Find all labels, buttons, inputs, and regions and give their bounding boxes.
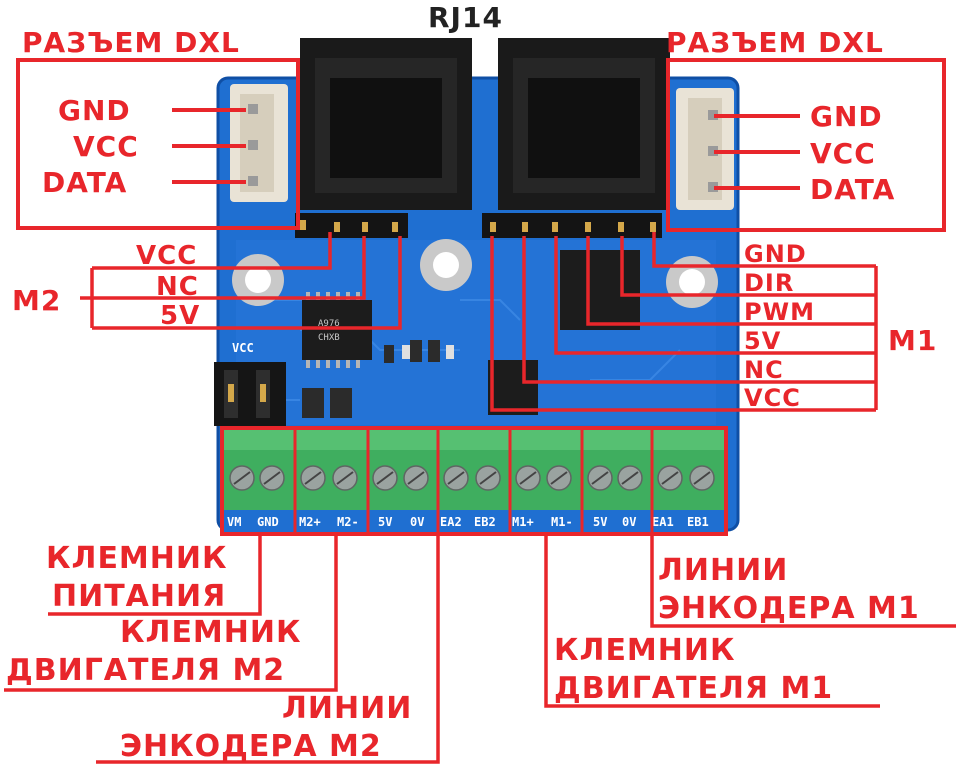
- power-terminal-annotation: КЛЕМНИК ПИТАНИЯ: [46, 534, 262, 616]
- m1-pin-header: [482, 213, 662, 238]
- m1-pin-pwm: PWM: [744, 298, 815, 326]
- m1-group-label: M1: [888, 324, 937, 357]
- silk-vcc: VCC: [232, 341, 254, 355]
- dxl-left-box: [16, 58, 300, 230]
- dxl-right-gnd: GND: [810, 100, 883, 133]
- dxl-left-annotation: РАЗЪЕМ DXL GND VCC DATA: [16, 26, 300, 230]
- silk-vm: VM: [227, 515, 241, 529]
- dxl-right-title: РАЗЪЕМ DXL: [666, 26, 884, 59]
- encoder-m2-line2: ЭНКОДЕРА M2: [120, 729, 382, 764]
- dxl-right-data: DATA: [810, 173, 895, 206]
- encoder-m1-annotation: ЛИНИИ ЭНКОДЕРА M1: [650, 534, 956, 628]
- m1-pin-dir: DIR: [744, 269, 794, 297]
- silk-m1-minus: M1-: [551, 515, 573, 529]
- silk-m2-minus: M2-: [337, 515, 359, 529]
- terminal-silk-labels: VM GND M2+ M2- 5V 0V EA2 EB2 M1+ M1- 5V …: [227, 515, 709, 529]
- chip-text-1: A976: [318, 319, 340, 329]
- dxl-left-title: РАЗЪЕМ DXL: [22, 26, 240, 59]
- m2-group-label: M2: [12, 284, 61, 317]
- vcc-jumper: [214, 362, 286, 426]
- rj14-label: RJ14: [428, 1, 503, 34]
- m1-annotation: GND DIR PWM 5V NC VCC M1: [490, 232, 937, 412]
- silk-eb2: EB2: [474, 515, 496, 529]
- motor-m2-line1: КЛЕМНИК: [120, 615, 302, 650]
- encoder-m1-line2: ЭНКОДЕРА M1: [658, 591, 920, 626]
- motor-m1-line1: КЛЕМНИК: [554, 633, 736, 668]
- encoder-m2-line1: ЛИНИИ: [282, 691, 412, 726]
- silk-gnd: GND: [257, 515, 279, 529]
- dxl-left-vcc: VCC: [73, 130, 139, 163]
- encoder-m1-line1: ЛИНИИ: [658, 553, 788, 588]
- terminal-outline: [220, 426, 728, 536]
- dxl-connector-right: [676, 88, 734, 210]
- dxl-right-box: [666, 58, 946, 232]
- power-terminal-line1: КЛЕМНИК: [46, 541, 228, 576]
- dxl-connector-left: [230, 84, 288, 202]
- rj14-connector-left: [300, 38, 472, 210]
- silk-m1-plus: M1+: [512, 515, 534, 529]
- motor-m1-line2: ДВИГАТЕЛЯ M1: [554, 671, 833, 706]
- m2-annotation: M2 VCC NC 5V: [12, 232, 402, 331]
- silk-0v-1: 0V: [622, 515, 636, 529]
- mcu-chip: [488, 360, 538, 415]
- driver-chip-m1: [560, 250, 640, 330]
- silk-5v-2: 5V: [378, 515, 392, 529]
- dxl-right-vcc: VCC: [810, 137, 876, 170]
- silk-ea1: EA1: [652, 515, 674, 529]
- motor-m2-line2: ДВИГАТЕЛЯ M2: [6, 653, 285, 688]
- chip-text-2: CHXB: [318, 333, 340, 343]
- pcb-board: A976 CHXB VCC: [214, 38, 740, 532]
- dxl-left-gnd: GND: [58, 94, 131, 127]
- rj14-connector-right: [498, 38, 670, 210]
- encoder-m2-annotation: ЛИНИИ ЭНКОДЕРА M2: [96, 534, 440, 764]
- m1-pin-gnd: GND: [744, 240, 807, 268]
- m2-pin-5v: 5V: [160, 301, 200, 331]
- m1-pin-5v: 5V: [744, 327, 781, 355]
- silk-m2-plus: M2+: [299, 515, 321, 529]
- m1-pin-nc: NC: [744, 356, 784, 384]
- silk-ea2: EA2: [440, 515, 462, 529]
- dxl-right-annotation: РАЗЪЕМ DXL GND VCC DATA: [666, 26, 946, 232]
- m2-pin-vcc: VCC: [136, 241, 197, 271]
- motor-m1-annotation: КЛЕМНИК ДВИГАТЕЛЯ M1: [544, 534, 880, 708]
- motor-m2-annotation: КЛЕМНИК ДВИГАТЕЛЯ M2: [4, 534, 338, 692]
- power-terminal-line2: ПИТАНИЯ: [52, 579, 226, 614]
- silk-eb1: EB1: [687, 515, 709, 529]
- silk-0v-2: 0V: [410, 515, 424, 529]
- dxl-left-data: DATA: [42, 166, 127, 199]
- silk-5v-1: 5V: [593, 515, 607, 529]
- driver-chip-m2: A976 CHXB: [302, 292, 372, 368]
- m2-pin-header: [295, 213, 408, 238]
- m1-pin-vcc: VCC: [744, 384, 801, 412]
